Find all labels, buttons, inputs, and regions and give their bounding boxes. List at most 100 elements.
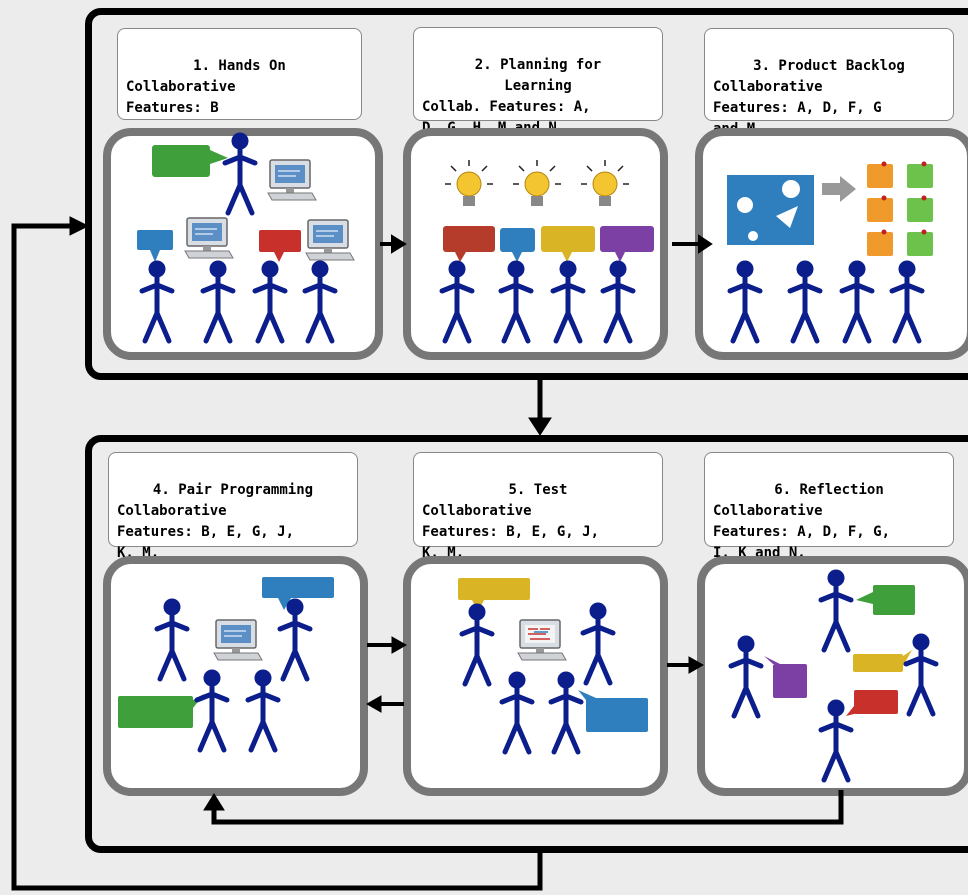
person-figure: [280, 599, 310, 679]
stage-2-title: 2. Planning for Learning: [474, 57, 602, 94]
speech-bubble-green: [118, 696, 193, 728]
person-figure: [305, 261, 335, 341]
speech-bubble-tail: [856, 592, 873, 604]
stage-6-title: 6. Reflection: [774, 482, 884, 498]
speech-bubble-tail: [846, 706, 862, 716]
computer-icon: [517, 619, 567, 661]
arrow-up-icon: [203, 793, 225, 811]
speech-bubble-blue: [586, 698, 648, 732]
stage-4-title: 4. Pair Programming: [152, 482, 314, 498]
person-figure: [906, 634, 936, 714]
stage-1-body: Collaborative Features: B: [126, 79, 236, 116]
person-figure: [821, 570, 851, 650]
speech-bubble-green: [873, 585, 915, 615]
speech-bubble-yellow: [458, 578, 530, 600]
stage-1-title: 1. Hands On: [193, 58, 286, 74]
person-figure: [142, 261, 172, 341]
person-figure: [842, 261, 872, 341]
stage-5-illustration: [458, 578, 648, 752]
sticky-note: [907, 161, 933, 188]
speech-bubble-tail: [150, 250, 160, 262]
person-figure: [583, 603, 613, 683]
person-figure: [892, 261, 922, 341]
person-figure: [603, 261, 633, 341]
person-figure: [157, 599, 187, 679]
stage-4-body: Collaborative Features: B, E, G, J, K, M…: [117, 503, 295, 561]
lightbulb-icon: [444, 159, 494, 207]
stage-6-illustration: [731, 570, 936, 780]
person-figure: [255, 261, 285, 341]
flow-arrows: [11, 216, 844, 891]
speech-bubble-yellow: [853, 654, 903, 672]
bottom-row-frame: [85, 435, 968, 853]
speech-bubble-green-tail: [210, 150, 228, 164]
stage-5-body: Collaborative Features: B, E, G, J, K, M…: [422, 503, 600, 561]
speech-bubble-red: [854, 690, 898, 714]
person-figure: [790, 261, 820, 341]
stage-3-illustration: [727, 161, 933, 342]
arrow-left-icon: [365, 695, 382, 713]
arrow-down-icon: [528, 417, 552, 436]
speech-bubble-green: [152, 145, 210, 177]
person-figure: [551, 672, 581, 752]
speech-bubble-tail: [512, 252, 522, 262]
stage-4-illustration: [118, 577, 334, 750]
person-figure: [553, 261, 583, 341]
outer-loop-line: [11, 223, 543, 891]
sticky-note: [907, 195, 933, 222]
stage-2-illustration: [442, 159, 654, 341]
sticky-note: [867, 229, 893, 256]
arrow-right-icon: [688, 656, 705, 674]
speech-bubble-blue: [137, 230, 173, 250]
stage-5-title: 5. Test: [508, 482, 568, 498]
speech-bubble-blue: [262, 577, 334, 598]
person-figure: [197, 670, 227, 750]
arrow-right-icon: [69, 216, 90, 236]
speech-bubble-brick: [443, 226, 495, 252]
stage-1-illustration: [137, 133, 355, 341]
arrow-right-icon: [391, 636, 408, 654]
board-shape: [782, 180, 800, 198]
computer-icon: [184, 217, 234, 259]
person-figure: [442, 261, 472, 341]
person-figure: [248, 670, 278, 750]
stage-1-label: 1. Hands On Collaborative Features: B: [117, 28, 362, 120]
person-figure: [501, 261, 531, 341]
stage-5-panel: [403, 556, 668, 796]
board-shape: [776, 206, 798, 228]
speech-bubble-yellow: [541, 226, 595, 252]
speech-bubble-tail: [578, 690, 596, 700]
lightbulb-icon: [580, 159, 630, 207]
sticky-note: [867, 161, 893, 188]
board-shape: [748, 231, 758, 241]
person-figure: [502, 672, 532, 752]
arrow-right-icon: [822, 176, 856, 202]
person-figure: [225, 133, 255, 213]
speech-bubble-tail: [615, 252, 625, 262]
computer-icon: [213, 619, 263, 661]
person-figure: [462, 604, 492, 684]
speech-bubble-purple: [773, 664, 807, 698]
computer-icon: [305, 219, 355, 261]
person-figure: [821, 700, 851, 780]
speech-bubble-tail: [562, 252, 572, 262]
speech-bubble-tail: [764, 656, 780, 664]
sticky-note: [867, 195, 893, 222]
computer-icon: [267, 159, 317, 201]
speech-bubble-blue: [500, 228, 535, 252]
person-figure: [203, 261, 233, 341]
speech-bubble-tail: [278, 598, 291, 610]
board-shape: [737, 197, 753, 213]
lightbulb-icon: [512, 159, 562, 207]
person-figure: [731, 636, 761, 716]
stage-3-title: 3. Product Backlog: [753, 58, 905, 74]
sticky-note: [907, 229, 933, 256]
speech-bubble-tail: [274, 252, 284, 262]
person-figure: [730, 261, 760, 341]
speech-bubble-red: [259, 230, 301, 252]
speech-bubble-tail: [455, 252, 466, 262]
